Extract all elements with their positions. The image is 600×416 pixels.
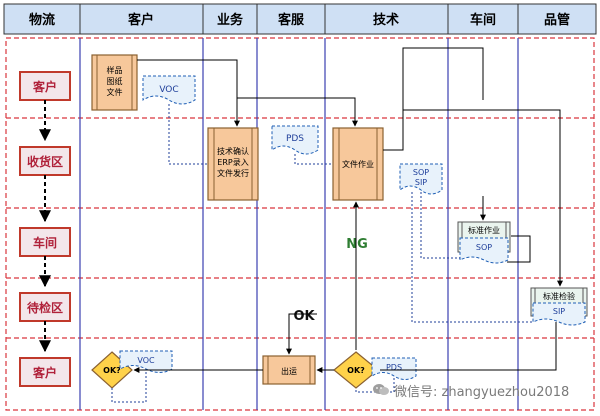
watermark: 微信号: zhangyuezhou2018 — [372, 380, 596, 400]
stage-receiving: 收货区 — [27, 154, 63, 169]
ok-customer-label: OK? — [103, 366, 121, 375]
stage-customer-bottom: 客户 — [32, 365, 57, 380]
column-dividers — [79, 38, 519, 410]
ship-label: 出运 — [281, 366, 297, 376]
standard-work-doc-label: SOP — [476, 243, 492, 252]
sop-sip-line2: SIP — [415, 178, 427, 187]
standard-work-label: 标准作业 — [468, 225, 500, 235]
header-quality: 品管 — [544, 12, 570, 28]
pds-mid-label: PDS — [286, 134, 304, 144]
stage-box-workshop — [19, 227, 71, 257]
voc-bottom-label: VOC — [137, 356, 155, 365]
process-standard-work: 标准作业 SOP — [457, 221, 511, 264]
doc-voc-top: VOC — [142, 75, 196, 105]
process-file-work: 文件作业 — [332, 127, 384, 201]
stage-customer-top: 客户 — [32, 79, 57, 94]
ok-tech-label: OK? — [347, 366, 365, 375]
header-business: 业务 — [217, 12, 244, 28]
process-standard-inspection: 标准检验 SIP — [530, 287, 588, 326]
stage-box-receiving — [19, 146, 71, 176]
process-sample-docs: 样品 图纸 文件 — [91, 54, 138, 111]
stage-inspection: 待检区 — [27, 300, 63, 315]
header-logistics: 物流 — [29, 12, 55, 28]
stage-box-inspection — [19, 292, 71, 322]
watermark-text: 微信号: zhangyuezhou2018 — [394, 384, 570, 400]
tech-confirm-line3: 文件发行 — [217, 168, 249, 178]
header-customer: 客户 — [128, 12, 154, 28]
stage-workshop: 车间 — [33, 235, 57, 250]
solid-connectors — [133, 47, 563, 373]
standard-inspection-label: 标准检验 — [543, 291, 575, 301]
standard-inspection-doc-label: SIP — [553, 307, 565, 316]
ng-label: NG — [346, 237, 368, 252]
file-work-label: 文件作业 — [342, 159, 374, 169]
logistics-stages: 客户 收货区 车间 待检区 客户 — [19, 71, 71, 387]
decision-ok-tech: OK? — [333, 351, 379, 389]
doc-sop-sip: SOP SIP — [399, 163, 443, 195]
process-ship: 出运 — [262, 355, 316, 385]
swimlane-borders — [5, 37, 595, 411]
tech-confirm-line1: 技术确认 — [217, 146, 249, 156]
sample-docs-line1: 样品 — [107, 65, 123, 75]
sample-docs-line3: 文件 — [107, 87, 123, 97]
stage-box-customer-bottom — [19, 357, 71, 387]
voc-top-label: VOC — [159, 85, 178, 95]
sample-docs-line2: 图纸 — [107, 76, 123, 86]
doc-pds-mid: PDS — [271, 125, 319, 155]
sop-sip-line1: SOP — [413, 168, 429, 177]
pds-bottom-label: PDS — [386, 363, 402, 372]
header-row: 物流 客户 业务 客服 技术 车间 品管 — [3, 3, 597, 35]
header-service: 客服 — [278, 12, 305, 28]
doc-pds-bottom: PDS — [371, 357, 417, 380]
tech-confirm-line2: ERP录入 — [217, 158, 248, 167]
process-tech-confirm: 技术确认 ERP录入 文件发行 — [207, 127, 259, 201]
ok-label: OK — [293, 309, 315, 324]
wechat-icon — [372, 383, 390, 397]
header-workshop: 车间 — [470, 12, 496, 28]
header-technology: 技术 — [373, 12, 399, 28]
flow-labels: NG OK — [291, 234, 372, 324]
